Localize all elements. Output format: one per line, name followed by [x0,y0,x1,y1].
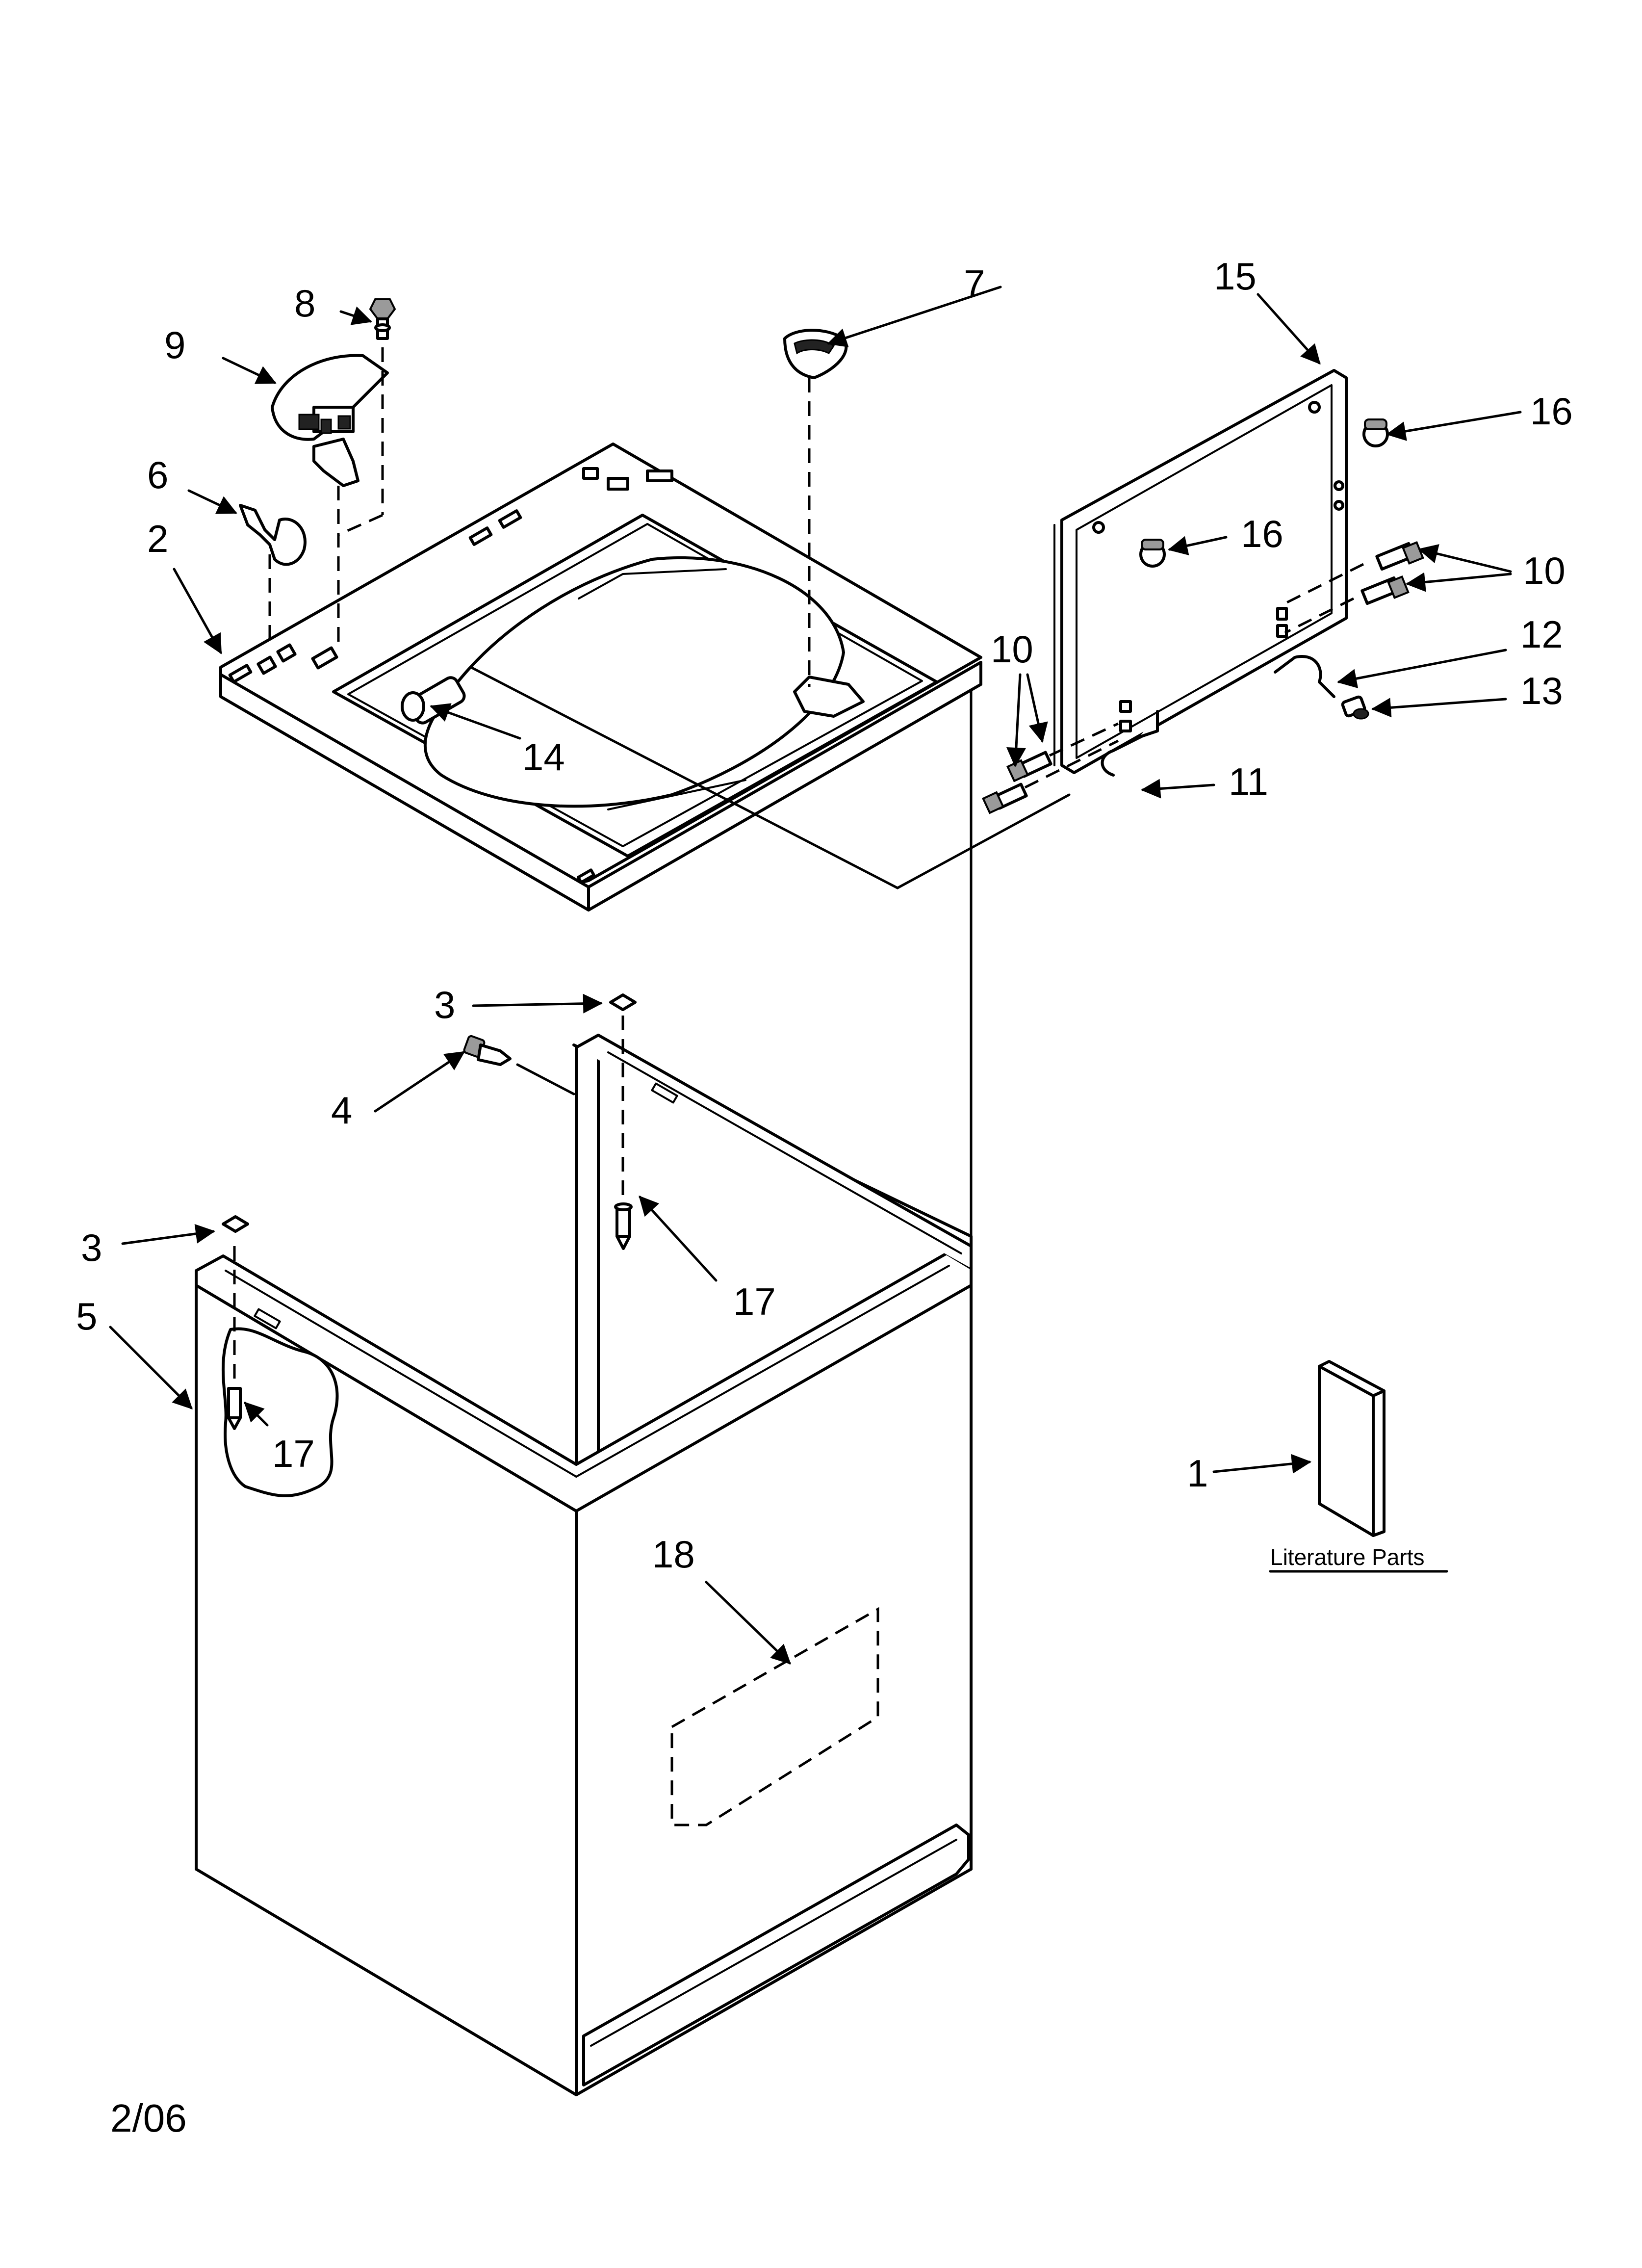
literature-caption: Literature Parts [1270,1544,1424,1570]
callout-6: 6 [147,453,168,496]
screw-4 [463,1035,575,1095]
plug-16-lower [1139,539,1166,568]
plug-16-upper [1362,418,1389,447]
leader-arrows [109,286,1522,1665]
lid-switch [271,324,389,643]
callout-11: 11 [1229,760,1268,803]
callout-1: 1 [1187,1452,1208,1495]
callout-10-left: 10 [991,627,1033,671]
screw-17-upper [614,1202,633,1250]
callout-17-upper: 17 [733,1280,776,1323]
literature-book [1318,1360,1385,1537]
callout-labels: 8 9 6 2 7 15 16 16 10 10 12 13 11 14 3 4… [76,255,1573,2140]
callout-16-lower: 16 [1241,512,1283,555]
clip-3-left [222,1215,249,1233]
callout-14: 14 [522,735,565,779]
revision-date: 2/06 [110,2096,187,2140]
callout-8: 8 [294,282,315,325]
spring-clip [239,504,307,643]
screw-8 [369,298,396,340]
part-13 [1341,695,1369,720]
callout-10-right: 10 [1523,549,1565,592]
callout-3-upper: 3 [434,983,455,1026]
callout-5: 5 [76,1295,97,1338]
callout-12: 12 [1520,613,1563,656]
clip-3-upper [609,993,637,1202]
callout-18: 18 [652,1533,695,1576]
callout-13: 13 [1520,669,1563,712]
callout-16-upper: 16 [1530,390,1573,433]
washer-top [219,443,1071,912]
cabinet [195,1034,973,2096]
cutaway-bubble [221,1246,339,1497]
callout-7: 7 [964,262,985,305]
screws-10-right [1284,541,1424,634]
callout-9: 9 [164,323,185,366]
callout-15: 15 [1214,255,1257,298]
callout-17-lower: 17 [272,1432,315,1475]
callout-2: 2 [147,517,168,560]
callout-3-left: 3 [81,1226,102,1269]
rear-panel [1053,369,1348,777]
callout-4: 4 [331,1089,352,1132]
